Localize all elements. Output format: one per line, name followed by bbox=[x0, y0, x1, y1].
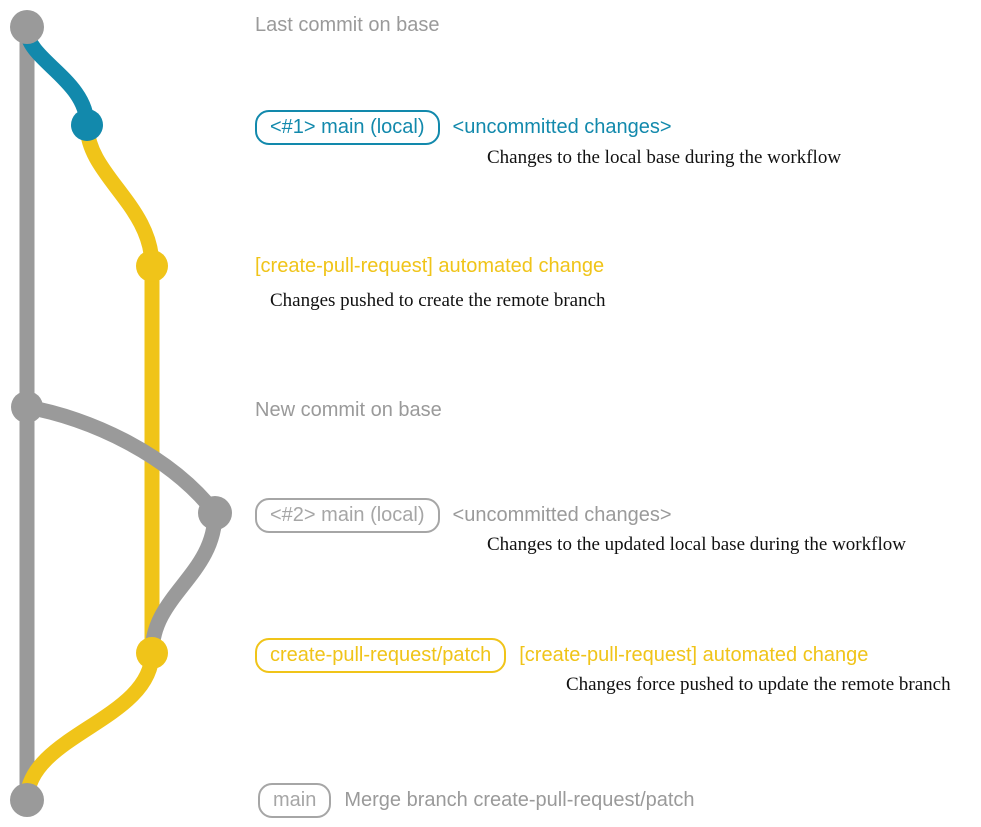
node-local-uncommitted-2[interactable] bbox=[198, 496, 232, 530]
edge-local-2-to-remote-2 bbox=[144, 505, 223, 661]
commit-subject-last-commit-on-base: Last commit on base bbox=[255, 14, 440, 36]
commit-subject-merge-commit: Merge branch create-pull-request/patch bbox=[344, 789, 695, 811]
commit-row-automated-change-2: create-pull-request/patch [create-pull-r… bbox=[255, 638, 868, 673]
node-remote-automated-1[interactable] bbox=[136, 250, 168, 282]
commit-subject-automated-change-2: [create-pull-request] automated change bbox=[519, 644, 869, 666]
commit-nodes bbox=[10, 10, 232, 817]
node-remote-automated-2[interactable] bbox=[136, 637, 168, 669]
commit-note-local-change-2: Changes to the updated local base during… bbox=[487, 534, 906, 555]
commit-subject-automated-change-1: [create-pull-request] automated change bbox=[255, 255, 605, 277]
branch-pill-main[interactable]: main bbox=[258, 783, 332, 818]
commit-note-automated-change-2: Changes force pushed to update the remot… bbox=[566, 674, 951, 695]
commit-row-local-change-1: <#1> main (local) <uncommitted changes> bbox=[255, 110, 672, 145]
commit-note-automated-change-1: Changes pushed to create the remote bran… bbox=[270, 290, 606, 311]
commit-note-local-change-1: Changes to the local base during the wor… bbox=[487, 147, 842, 168]
commit-subject-local-change-2: <uncommitted changes> bbox=[452, 504, 672, 526]
edge-base-to-local-1 bbox=[19, 22, 95, 133]
commit-row-merge-commit: main Merge branch create-pull-request/pa… bbox=[258, 783, 695, 818]
node-base-last-commit[interactable] bbox=[10, 10, 44, 44]
branch-pill-create-pull-request-patch[interactable]: create-pull-request/patch bbox=[255, 638, 507, 673]
edge-remote-2-to-merge bbox=[19, 645, 160, 808]
branch-pill-main-local-1[interactable]: <#1> main (local) bbox=[255, 110, 440, 145]
edge-local-1-to-remote-1 bbox=[79, 117, 160, 274]
commit-row-local-change-2: <#2> main (local) <uncommitted changes> bbox=[255, 498, 672, 533]
node-local-uncommitted-1[interactable] bbox=[71, 109, 103, 141]
commit-subject-new-commit-on-base: New commit on base bbox=[255, 399, 442, 421]
node-base-merge[interactable] bbox=[10, 783, 44, 817]
node-base-new-commit[interactable] bbox=[11, 391, 43, 423]
edge-base-to-local-2 bbox=[19, 399, 223, 521]
commit-subject-local-change-1: <uncommitted changes> bbox=[452, 116, 672, 138]
branch-pill-main-local-2[interactable]: <#2> main (local) bbox=[255, 498, 440, 533]
